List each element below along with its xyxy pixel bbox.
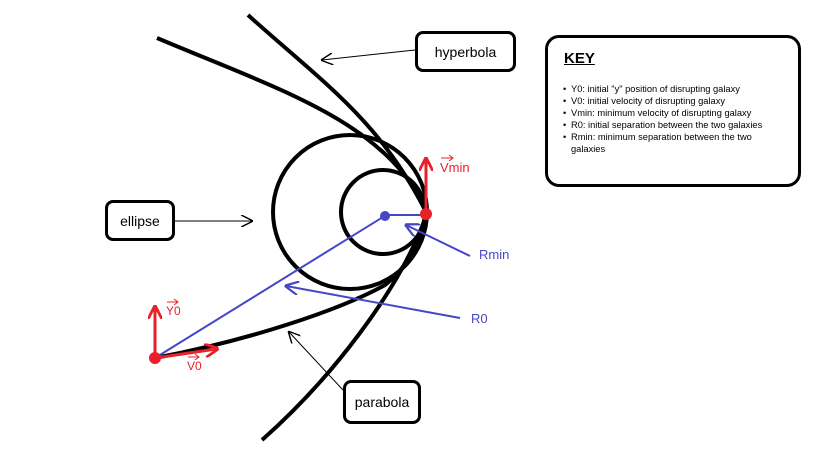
- hyperbola-label: hyperbola: [434, 43, 497, 60]
- parabola-pointer-arrow: [289, 332, 344, 391]
- rmin-label: Rmin: [479, 247, 509, 262]
- parabola-label-box: parabola: [343, 380, 421, 424]
- vmin-label: Vmin: [440, 160, 470, 175]
- rmin-label-arrow: [406, 225, 471, 257]
- hyperbola-lower-curve: [260, 215, 428, 442]
- y0-label-overarrow-head: [173, 298, 179, 306]
- host-galaxy-point: [380, 211, 390, 221]
- v0-vector: [154, 349, 216, 360]
- hyperbola-upper-outer-curve: [246, 13, 428, 213]
- parabola-label: parabola: [354, 394, 410, 410]
- key-item-r0: R0: initial separation between the two g…: [562, 119, 788, 131]
- key-title: KEY: [564, 50, 595, 67]
- key-item-v0: V0: initial velocity of disrupting galax…: [562, 95, 788, 107]
- v0-label: V0: [187, 359, 202, 373]
- y0-label: Y0: [166, 304, 181, 318]
- disrupting-galaxy-pericenter-point: [420, 208, 432, 220]
- hyperbola-pointer-arrow: [322, 49, 416, 60]
- key-legend-box: KEY Y0: initial "y" position of disrupti…: [545, 35, 801, 187]
- ellipse-label-box: ellipse: [105, 200, 175, 241]
- ellipse-label: ellipse: [120, 212, 160, 229]
- r0-label-arrow: [286, 286, 461, 319]
- hyperbola-label-box: hyperbola: [415, 31, 516, 72]
- vmin-label-overarrow-head: [448, 154, 454, 162]
- key-item-y0: Y0: initial "y" position of disrupting g…: [562, 83, 788, 95]
- r0-separation-line: [154, 216, 384, 359]
- key-item-vmin: Vmin: minimum velocity of disrupting gal…: [562, 107, 788, 119]
- key-list: Y0: initial "y" position of disrupting g…: [562, 83, 788, 155]
- hyperbola-upper-inner-curve: [156, 36, 426, 206]
- disrupting-galaxy-initial-point: [149, 352, 161, 364]
- v0-label-overarrow-head: [194, 353, 200, 361]
- r0-label: R0: [471, 311, 488, 326]
- key-item-rmin: Rmin: minimum separation between the two…: [562, 131, 788, 155]
